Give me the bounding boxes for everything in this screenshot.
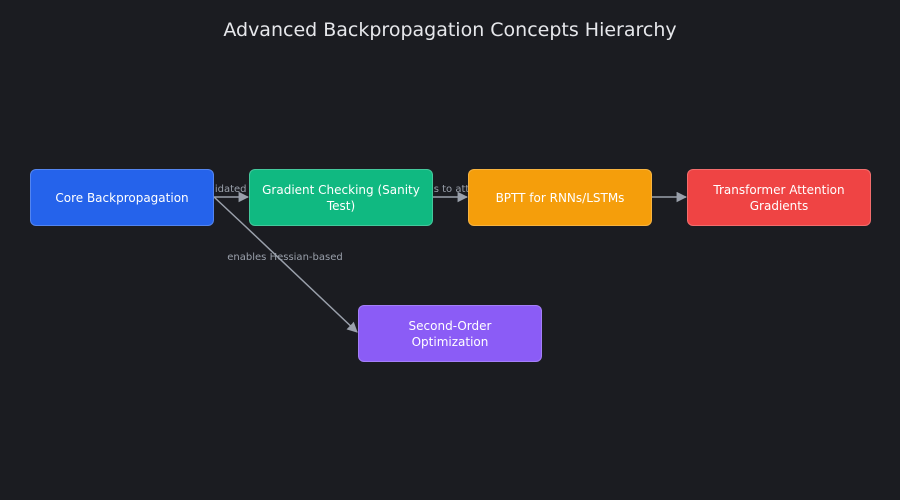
node-second-order-optimization[interactable]: Second-Order Optimization (358, 305, 542, 362)
diagram-title: Advanced Backpropagation Concepts Hierar… (223, 19, 677, 41)
edge-core-to-second-order (213, 196, 358, 333)
edge-label-extends-to-attention: extends to attention (399, 184, 501, 195)
node-transformer-attention[interactable]: Transformer Attention Gradients (687, 169, 871, 226)
edge-label-enables-hessian: enables Hessian-based (227, 252, 342, 263)
node-bptt[interactable]: BPTT for RNNs/LSTMs (468, 169, 652, 226)
edge-label-validated-by: validated by (200, 184, 262, 195)
node-core-backpropagation[interactable]: Core Backpropagation (30, 169, 214, 226)
node-gradient-checking[interactable]: Gradient Checking (Sanity Test) (249, 169, 433, 226)
